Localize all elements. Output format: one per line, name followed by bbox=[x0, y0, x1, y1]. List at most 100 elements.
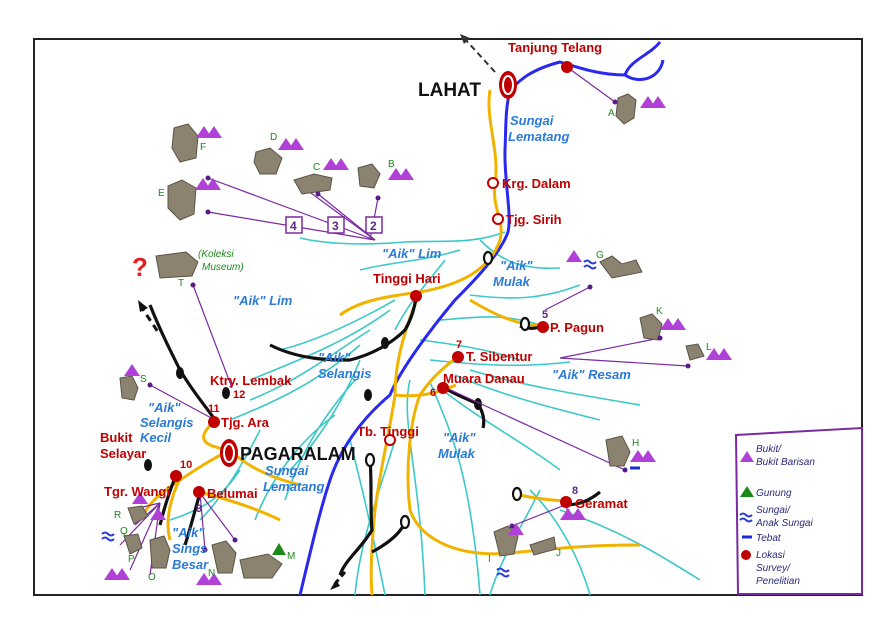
river-aik-selangis-a: "Aik" bbox=[318, 350, 351, 365]
river-aik-mulak-1b: Mulak bbox=[493, 274, 531, 289]
legend-bukit-2: Bukit Barisan bbox=[756, 457, 815, 468]
legend-bukit-1: Bukit/ bbox=[756, 444, 782, 455]
river-aik-sings-a: "Aik" bbox=[172, 525, 205, 540]
gunung-icon bbox=[740, 486, 754, 497]
place-muara-danau: Muara Danau bbox=[443, 371, 525, 386]
place-belumai: Belumai bbox=[207, 486, 258, 501]
stone-S bbox=[119, 375, 139, 401]
stone-L bbox=[685, 343, 705, 361]
legend bbox=[734, 426, 863, 595]
river-sungai-lematang-1b: Lematang bbox=[508, 129, 569, 144]
site-letter-N: N bbox=[208, 568, 215, 579]
site-number-9: 9 bbox=[196, 503, 202, 515]
legend-sungai-2: Anak Sungai bbox=[755, 518, 813, 529]
river-aik-lim-1: "Aik" Lim bbox=[382, 246, 442, 261]
road-arrow-north bbox=[463, 37, 496, 73]
lahat-marker bbox=[499, 71, 517, 99]
stone-P bbox=[123, 533, 143, 555]
town-lahat: LAHAT bbox=[418, 80, 481, 101]
site-number-10: 10 bbox=[180, 459, 192, 471]
site-letter-A: A bbox=[608, 108, 615, 119]
gunung-marker bbox=[272, 543, 286, 555]
legend-lokasi-1: Lokasi bbox=[756, 550, 786, 561]
survey-dot-icon bbox=[741, 550, 751, 560]
river-aik-mulak-1a: "Aik" bbox=[500, 258, 533, 273]
stone-K bbox=[639, 313, 663, 341]
site-letter-B: B bbox=[388, 159, 395, 170]
tebat-markers bbox=[364, 250, 531, 530]
black-dam-markers bbox=[144, 337, 482, 471]
site-letter-M: M bbox=[287, 551, 295, 562]
link-dots bbox=[147, 99, 691, 553]
river-sungai-lematang-2a: Sungai bbox=[265, 463, 309, 478]
stone-B bbox=[357, 163, 381, 189]
legend-labels: Bukit/ Bukit Barisan Gunung Sungai/ Anak… bbox=[755, 444, 815, 587]
river-aik-resam: "Aik" Resam bbox=[552, 367, 631, 382]
site-letter-C: C bbox=[313, 162, 320, 173]
river-sungai-lematang-1a: Sungai bbox=[510, 113, 554, 128]
stone-G bbox=[599, 255, 643, 279]
place-bukit: Bukit bbox=[100, 430, 133, 445]
river-aik-sings-b: Sings bbox=[172, 541, 207, 556]
place-p-pagun: P. Pagun bbox=[550, 320, 604, 335]
site-number-2: 2 bbox=[370, 219, 377, 233]
stone-H bbox=[605, 435, 631, 467]
question-mark: ? bbox=[132, 252, 148, 282]
river-aik-lim-2: "Aik" Lim bbox=[233, 293, 293, 308]
stone-T bbox=[155, 251, 199, 279]
numbered-boxes bbox=[285, 216, 383, 234]
stone-C bbox=[293, 173, 333, 195]
stone-D bbox=[253, 147, 283, 175]
town-pagaralam: PAGARALAM bbox=[240, 444, 356, 464]
stone-A bbox=[615, 93, 637, 125]
site-letter-H: H bbox=[632, 438, 639, 449]
river-aik-selangis-b: Selangis bbox=[318, 366, 371, 381]
main-river bbox=[298, 41, 665, 596]
river-aik-selangis-kecil-c: Kecil bbox=[140, 430, 171, 445]
place-tanjung-telang: Tanjung Telang bbox=[508, 40, 602, 55]
river-aik-sings-c: Besar bbox=[172, 557, 209, 572]
legend-lokasi-2: Survey/ bbox=[756, 563, 791, 574]
river-aik-selangis-kecil-b: Selangis bbox=[140, 415, 193, 430]
stone-O bbox=[149, 535, 171, 569]
bukit-markers bbox=[104, 96, 732, 585]
pagaralam-marker bbox=[220, 439, 238, 467]
river-sungai-lematang-2b: Lematang bbox=[263, 479, 324, 494]
artifact-stones bbox=[119, 93, 705, 579]
site-letter-R: R bbox=[114, 510, 121, 521]
site-letter-E: E bbox=[158, 188, 165, 199]
stone-M bbox=[239, 553, 283, 579]
museum-note-2: Museum) bbox=[202, 262, 244, 273]
place-tgr-wangi: Tgr. Wangi bbox=[104, 484, 170, 499]
museum-note-1: (Koleksi bbox=[198, 249, 234, 260]
arrow-head-icon bbox=[460, 34, 470, 44]
legend-gunung: Gunung bbox=[756, 488, 792, 499]
site-letters: A B C D E F G H I J K L M N O P Q R S T bbox=[114, 108, 712, 583]
site-number-12: 12 bbox=[233, 389, 245, 401]
river-aik-mulak-2b: Mulak bbox=[438, 446, 476, 461]
site-number-7: 7 bbox=[456, 339, 462, 351]
survey-sites bbox=[170, 61, 573, 508]
place-tjg-sirih: Tjg. Sirih bbox=[506, 212, 562, 227]
site-number-3: 3 bbox=[332, 219, 339, 233]
site-number-4: 4 bbox=[290, 219, 297, 233]
place-t-sibentur: T. Sibentur bbox=[466, 349, 532, 364]
arrow-head-icon bbox=[330, 580, 340, 590]
place-tjg-ara: Tjg. Ara bbox=[221, 415, 270, 430]
site-letter-F: F bbox=[200, 142, 206, 153]
site-letter-S: S bbox=[140, 374, 147, 385]
site-letter-K: K bbox=[656, 306, 663, 317]
site-number-11: 11 bbox=[208, 403, 220, 415]
stone-E bbox=[167, 179, 197, 221]
site-letter-G: G bbox=[596, 250, 604, 261]
stone-N bbox=[211, 540, 237, 574]
site-letter-D: D bbox=[270, 132, 277, 143]
site-number-6: 6 bbox=[430, 387, 436, 399]
site-letter-P: P bbox=[128, 554, 135, 565]
place-tinggi-hari: Tinggi Hari bbox=[373, 271, 441, 286]
place-geramat: Geramat bbox=[575, 496, 628, 511]
place-selayar: Selayar bbox=[100, 446, 146, 461]
site-letter-I: I bbox=[488, 554, 491, 565]
